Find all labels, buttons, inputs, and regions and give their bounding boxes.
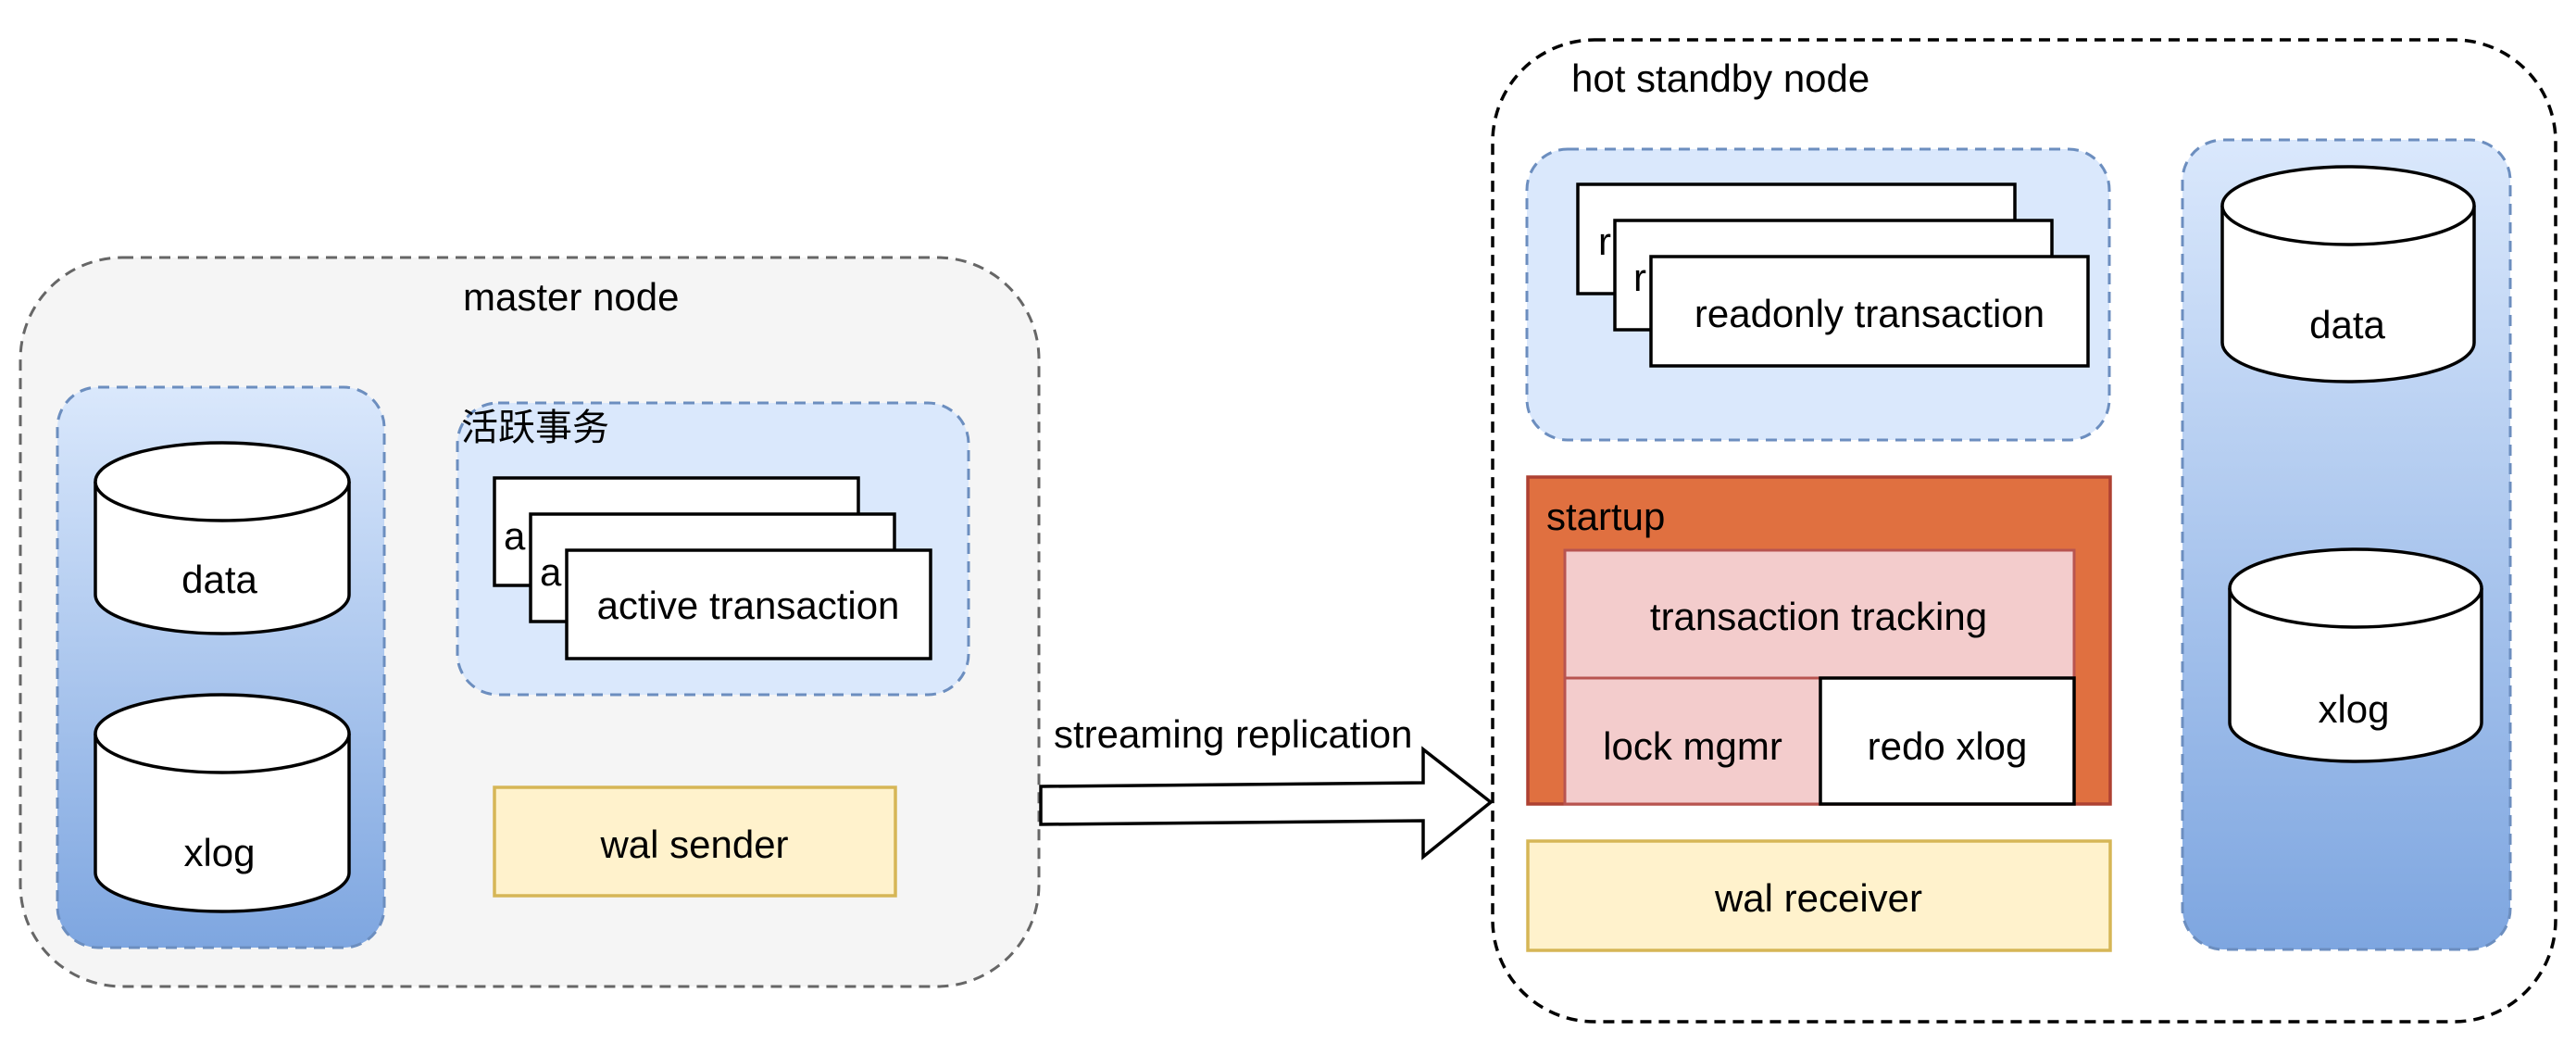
readonly-transaction-card-back-1-text: r [1598, 220, 1611, 263]
active-transaction-card-back-1-text: a [504, 514, 526, 558]
active-transaction-card-back-2-text: a [540, 550, 562, 594]
hot-standby-node-title: hot standby node [1571, 57, 1869, 100]
transaction-tracking-label: transaction tracking [1650, 595, 1987, 638]
hot-standby-node: hot standby node r r readonly transactio… [1491, 38, 2557, 1024]
wal-sender-label: wal sender [599, 823, 788, 866]
master-node-title: master node [463, 275, 679, 319]
wal-receiver-box [1526, 839, 2112, 952]
readonly-transaction-card-front [1649, 255, 2090, 368]
active-transaction-stack: a a active transaction [493, 476, 932, 660]
wal-receiver-label: wal receiver [1714, 876, 1922, 920]
active-transactions-title: 活跃事务 [461, 407, 609, 449]
master-xlog-cylinder: xlog [94, 693, 351, 913]
active-transaction-card-text: active transaction [597, 584, 900, 627]
redo-xlog-label: redo xlog [1868, 724, 2028, 768]
wal-sender-box [493, 785, 897, 898]
master-data-cylinder: data [94, 441, 351, 635]
standby-data-cylinder: data [2220, 165, 2476, 383]
readonly-transaction-card-back-2-text: r [1633, 256, 1646, 299]
transaction-tracking-box [1563, 548, 2076, 680]
master-xlog-label: xlog [183, 831, 255, 874]
master-data-label: data [181, 558, 257, 601]
active-transaction-card-front [565, 548, 932, 660]
lock-mgmr-label: lock mgmr [1603, 724, 1782, 768]
streaming-replication-label: streaming replication [1054, 712, 1413, 756]
master-node: master node data xlog 活跃事务 a a active tr… [19, 256, 1041, 988]
standby-xlog-cylinder: xlog [2228, 547, 2483, 763]
readonly-transaction-card-text: readonly transaction [1694, 292, 2045, 335]
redo-xlog-box [1819, 676, 2076, 806]
startup-title: startup [1546, 495, 1665, 538]
standby-data-label: data [2309, 303, 2385, 346]
streaming-replication-arrow: streaming replication [1039, 712, 1494, 861]
readonly-transaction-stack: r r readonly transaction [1576, 182, 2090, 368]
lock-mgmr-box [1563, 676, 1822, 806]
standby-xlog-label: xlog [2318, 687, 2389, 731]
